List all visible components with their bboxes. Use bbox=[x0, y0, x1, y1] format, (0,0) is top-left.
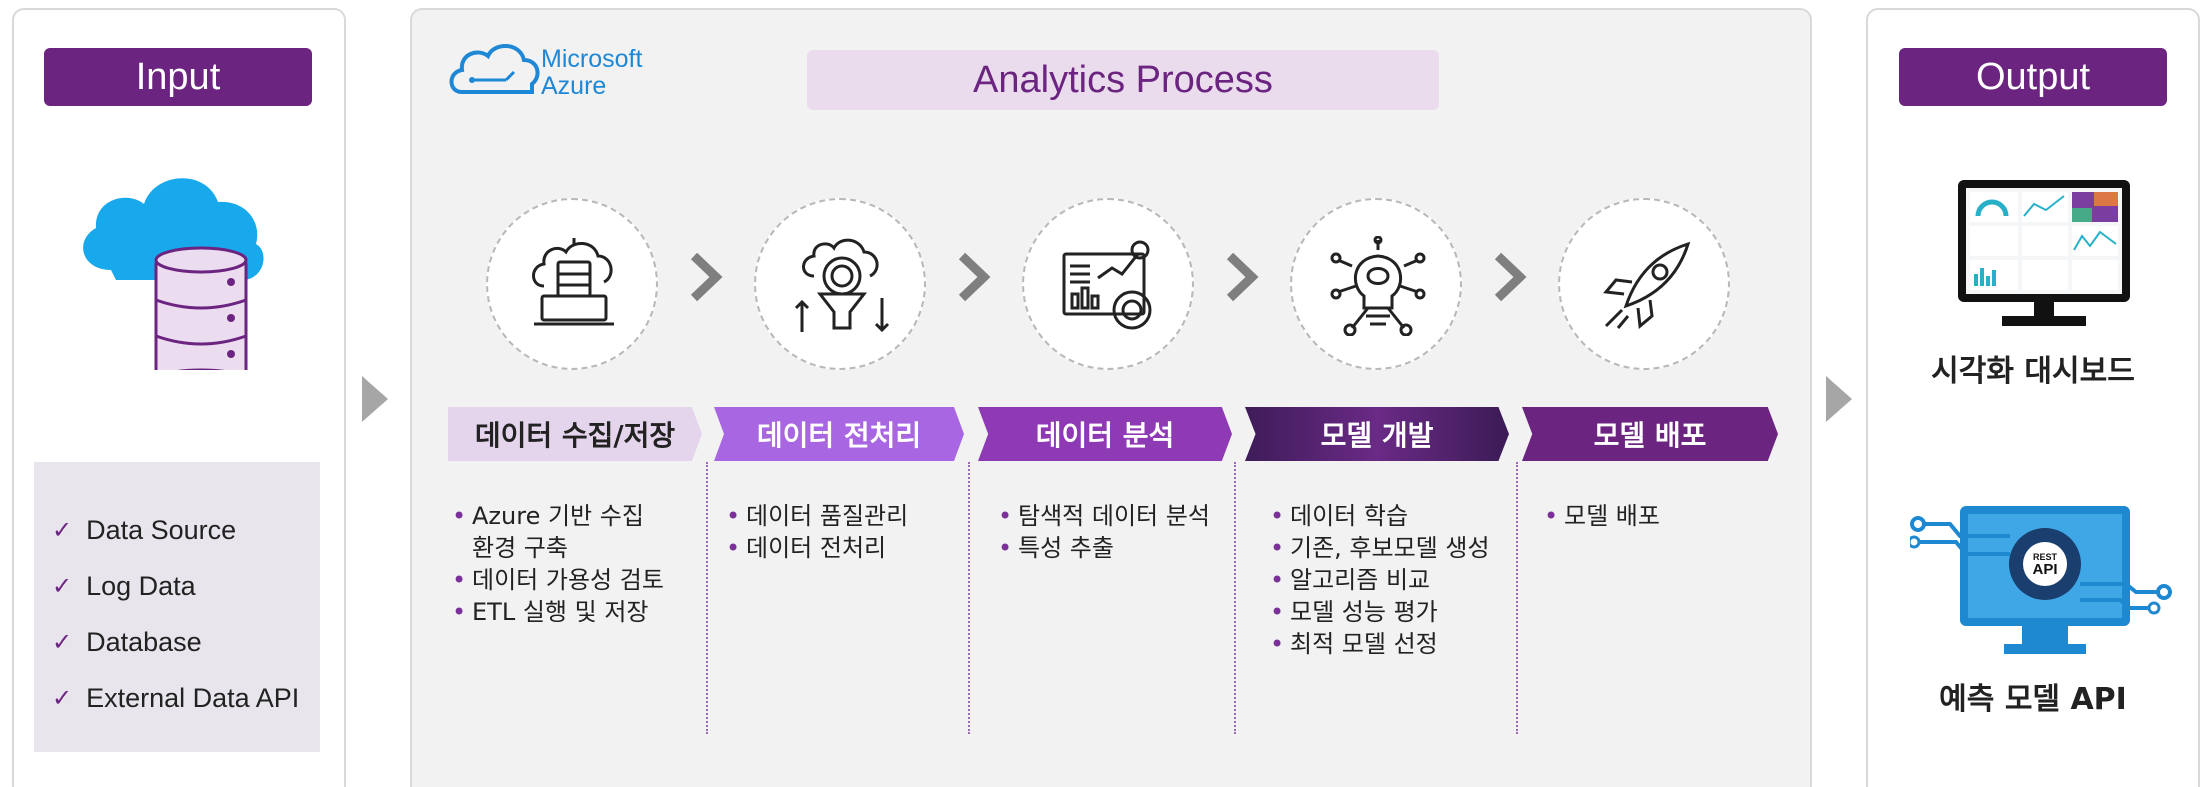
bullet-item: 데이터 가용성 검토 bbox=[452, 564, 702, 596]
source-label: Log Data bbox=[86, 570, 196, 601]
bullet-item: 특성 추출 bbox=[998, 532, 1228, 564]
step-label-preprocessing: 데이터 전처리 bbox=[714, 407, 964, 461]
dashboard-monitor-icon bbox=[1958, 180, 2130, 326]
step-label-collection: 데이터 수집/저장 bbox=[448, 407, 702, 461]
output-panel bbox=[1866, 8, 2200, 787]
output-title: Output bbox=[1899, 48, 2167, 106]
chevron-right-icon bbox=[958, 252, 991, 302]
bullet-item: 알고리즘 비교 bbox=[1270, 564, 1515, 596]
bullet-item: 탐색적 데이터 분석 bbox=[998, 500, 1228, 532]
step-bullet-list: 데이터 학습 기존, 후보모델 생성 알고리즘 비교 모델 성능 평가 최적 모… bbox=[1270, 500, 1515, 660]
azure-cloud-logo-icon bbox=[449, 44, 540, 94]
check-icon: ✓ bbox=[52, 516, 73, 544]
bullet-item: 데이터 품질관리 bbox=[726, 500, 956, 532]
step-bullet-list: Azure 기반 수집 환경 구축 데이터 가용성 검토 ETL 실행 및 저장 bbox=[452, 500, 702, 628]
column-divider bbox=[706, 462, 708, 734]
step-icon-circle bbox=[1022, 198, 1194, 370]
svg-text:REST: REST bbox=[2033, 552, 2058, 562]
step-icon-circle bbox=[1290, 198, 1462, 370]
process-panel bbox=[410, 8, 1812, 787]
chevron-right-icon bbox=[1226, 252, 1259, 302]
step-bullet-list: 데이터 품질관리 데이터 전처리 bbox=[726, 500, 956, 564]
bullet-item: 모델 성능 평가 bbox=[1270, 596, 1515, 628]
step-label-analysis: 데이터 분석 bbox=[978, 407, 1232, 461]
list-item: ✓ Data Source bbox=[34, 502, 320, 558]
bullet-item: Azure 기반 수집 bbox=[452, 500, 702, 532]
bullet-item: ETL 실행 및 저장 bbox=[452, 596, 702, 628]
output-label-api: 예측 모델 API bbox=[1939, 682, 2127, 717]
chevron-right-icon bbox=[690, 252, 723, 302]
step-label-deploy: 모델 배포 bbox=[1522, 407, 1778, 461]
input-title: Input bbox=[44, 48, 312, 106]
azure-logo-text: Microsoft Azure bbox=[541, 46, 642, 100]
bullet-item: 데이터 전처리 bbox=[726, 532, 956, 564]
step-icon-circle bbox=[1558, 198, 1730, 370]
bullet-item: 모델 배포 bbox=[1544, 500, 1774, 532]
list-item: ✓ Database bbox=[34, 614, 320, 670]
brain-lightbulb-icon bbox=[1330, 236, 1426, 336]
step-label-model-dev: 모델 개발 bbox=[1245, 407, 1509, 461]
cloud-server-laptop-icon bbox=[532, 238, 614, 326]
logo-line-2: Azure bbox=[541, 72, 607, 100]
check-icon: ✓ bbox=[52, 628, 73, 656]
bullet-item: 데이터 학습 bbox=[1270, 500, 1515, 532]
svg-text:API: API bbox=[2032, 561, 2057, 578]
data-source-list: ✓ Data Source ✓ Log Data ✓ Database ✓ Extern… bbox=[34, 462, 320, 752]
list-item: ✓ Log Data bbox=[34, 558, 320, 614]
rest-api-icon: REST API bbox=[1910, 506, 2172, 654]
cloud-database-icon bbox=[83, 178, 264, 370]
source-label: Database bbox=[86, 626, 202, 657]
check-icon: ✓ bbox=[52, 684, 73, 712]
flow-arrow-icon bbox=[362, 376, 388, 422]
column-divider bbox=[1516, 462, 1518, 734]
column-divider bbox=[1234, 462, 1236, 734]
bullet-item: 기존, 후보모델 생성 bbox=[1270, 532, 1515, 564]
chevron-right-icon bbox=[1494, 252, 1527, 302]
process-title: Analytics Process bbox=[807, 50, 1439, 110]
step-icon-circle bbox=[486, 198, 658, 370]
step-bullet-list: 모델 배포 bbox=[1544, 500, 1774, 532]
logo-line-1: Microsoft bbox=[541, 45, 643, 73]
source-label: Data Source bbox=[86, 514, 237, 545]
output-label-dashboard: 시각화 대시보드 bbox=[1931, 354, 2135, 389]
bullet-continuation: 환경 구축 bbox=[472, 534, 568, 562]
flow-arrow-icon bbox=[1826, 376, 1852, 422]
gear-funnel-icon bbox=[794, 238, 890, 333]
check-icon: ✓ bbox=[52, 572, 73, 600]
bullet-item: 최적 모델 선정 bbox=[1270, 628, 1515, 660]
source-label: External Data API bbox=[86, 682, 300, 713]
step-icon-circle bbox=[754, 198, 926, 370]
analytics-chart-icon bbox=[1062, 240, 1152, 330]
column-divider bbox=[968, 462, 970, 734]
rocket-icon bbox=[1603, 241, 1691, 329]
step-bullet-list: 탐색적 데이터 분석 특성 추출 bbox=[998, 500, 1228, 564]
list-item: ✓ External Data API bbox=[34, 670, 320, 726]
